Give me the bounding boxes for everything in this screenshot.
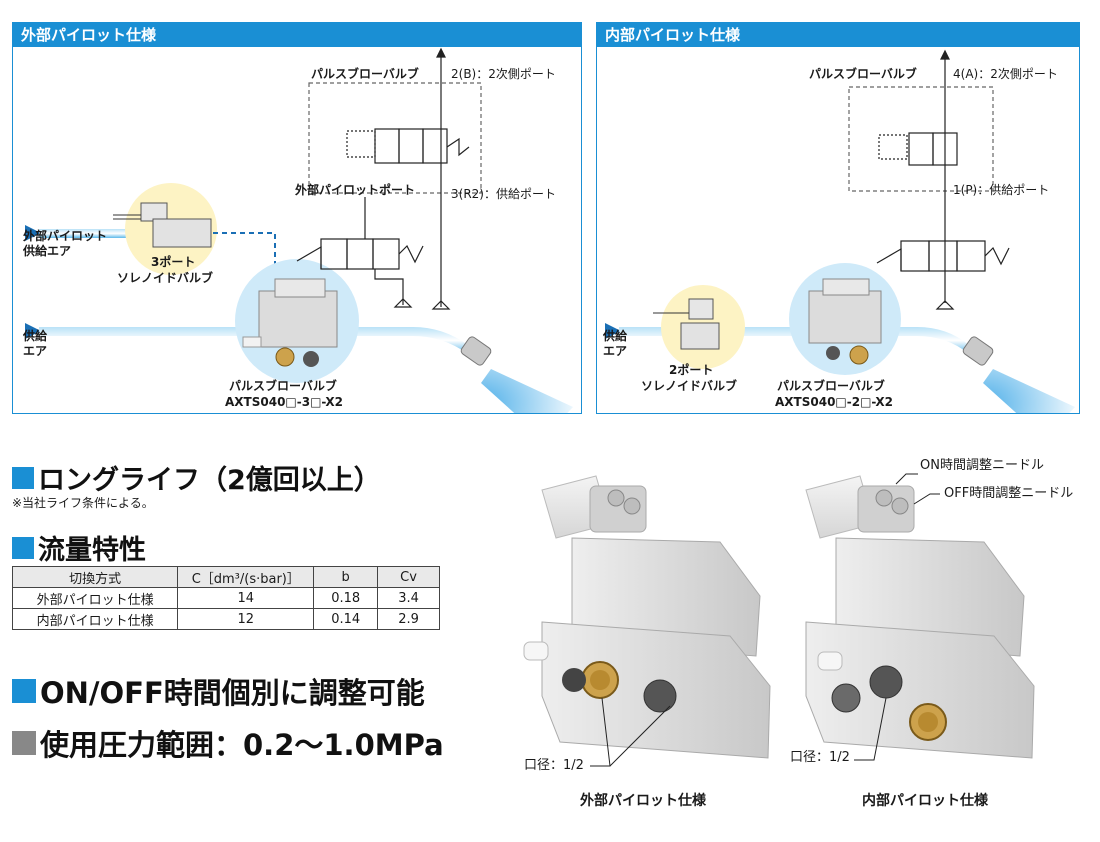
- off-time-needle-label: OFF時間調整ニードル: [944, 486, 1074, 501]
- cell-method: 内部パイロット仕様: [11, 608, 179, 630]
- solenoid-3port-label-2: ソレノイドバルブ: [117, 271, 214, 285]
- ext-model-number: AXTS040□-3□-X2: [225, 395, 344, 409]
- photo-leader-lines: [590, 473, 940, 767]
- external-circuit-schematic: [296, 47, 482, 310]
- ext-port-2b-label: 2(B)：2次側ポート: [451, 67, 556, 81]
- product-photo: [523, 473, 1035, 767]
- table-header-row: 切換方式 C［dm³/(s·bar)］ b Cv: [11, 566, 440, 588]
- int-nozzle-spray: [962, 336, 1075, 413]
- cell-c: 12: [177, 608, 315, 630]
- ext-product-name: パルスブローバルブ: [229, 379, 337, 393]
- photo-caption-internal: 内部パイロット仕様: [862, 793, 988, 809]
- onoff-heading: ON/OFF時間個別に調整可能: [12, 670, 425, 712]
- solenoid-2port-label-1: 2ポート: [669, 363, 714, 377]
- external-pilot-panel: 外部パイロット仕様: [12, 22, 582, 414]
- pilot-link-dashed: [213, 232, 276, 283]
- solenoid-3port-label-1: 3ポート: [151, 255, 196, 269]
- internal-pilot-diagram: [605, 49, 1075, 413]
- internal-pilot-panel: 内部パイロット仕様: [596, 22, 1080, 414]
- flow-heading-text: 流量特性: [38, 535, 146, 566]
- ext-supply-air-label-1: 供給: [23, 329, 48, 343]
- heading-square-icon: [12, 466, 34, 489]
- table-row: 内部パイロット仕様 12 0.14 2.9: [11, 608, 440, 630]
- ext-pulse-valve-label: パルスブローバルブ: [311, 67, 419, 81]
- ext-port-3r2-label: 3(R2)：供給ポート: [451, 187, 556, 201]
- flow-characteristics-table: 切換方式 C［dm³/(s·bar)］ b Cv 外部パイロット仕様 14 0.…: [11, 566, 440, 630]
- internal-pilot-title: 内部パイロット仕様: [597, 23, 1079, 47]
- cell-method: 外部パイロット仕様: [11, 587, 179, 609]
- ext-pilot-port-label: 外部パイロットポート: [295, 183, 416, 197]
- main-supply-pipe: [39, 327, 468, 354]
- long-life-heading: ロングライフ（2億回以上）: [12, 458, 381, 497]
- cell-b: 0.14: [313, 608, 379, 630]
- pulse-valve-illustration: [242, 278, 338, 367]
- solenoid-2port-label-2: ソレノイドバルブ: [641, 379, 738, 393]
- solenoid-3port-valve-icon: [113, 202, 212, 248]
- life-condition-note: ※当社ライフ条件による。: [12, 496, 154, 510]
- external-pilot-diagram: [25, 47, 573, 413]
- int-supply-air-label-1: 供給: [603, 329, 628, 343]
- col-switching-method: 切換方式: [11, 566, 179, 588]
- pressure-heading-text: 使用圧力範囲：0.2〜1.0MPa: [40, 728, 444, 762]
- cell-cv: 2.9: [377, 608, 440, 630]
- cell-b: 0.18: [313, 587, 379, 609]
- internal-pilot-valve-photo: [805, 475, 1035, 759]
- heading-square-icon: [12, 679, 36, 703]
- photo-caption-external: 外部パイロット仕様: [580, 793, 706, 809]
- main-supply-arrow: [25, 323, 41, 339]
- int-supply-arrow: [605, 323, 621, 339]
- pressure-heading: 使用圧力範囲：0.2〜1.0MPa: [12, 722, 444, 764]
- cell-c: 14: [177, 587, 315, 609]
- pilot-supply-arrow: [25, 225, 41, 241]
- int-port-4a-label: 4(A)：2次側ポート: [953, 67, 1058, 81]
- on-time-needle-label: ON時間調整ニードル: [920, 458, 1044, 473]
- col-cv: Cv: [377, 566, 440, 588]
- bore-size-right-label: 口径：1/2: [790, 750, 850, 765]
- heading-square-icon: [12, 536, 34, 559]
- int-pulse-valve-illustration: [808, 278, 882, 365]
- cell-cv: 3.4: [377, 587, 440, 609]
- pilot-supply-pipe: [39, 229, 151, 238]
- ext-pilot-supply-air-label-1: 外部パイロット: [23, 229, 108, 243]
- col-b: b: [313, 566, 379, 588]
- col-c-value: C［dm³/(s·bar)］: [177, 566, 315, 588]
- int-supply-air-label-2: エア: [603, 344, 628, 358]
- external-pilot-title: 外部パイロット仕様: [13, 23, 581, 47]
- long-life-heading-text: ロングライフ（2億回以上）: [38, 465, 381, 496]
- solenoid-2port-valve-icon: [653, 298, 720, 350]
- ext-supply-air-label-2: エア: [23, 344, 48, 358]
- int-pulse-valve-label: パルスブローバルブ: [809, 67, 917, 81]
- int-model-number: AXTS040□-2□-X2: [775, 395, 894, 409]
- bore-size-left-label: 口径：1/2: [524, 758, 584, 773]
- onoff-heading-text: ON/OFF時間個別に調整可能: [40, 676, 425, 710]
- ext-pilot-supply-air-label-2: 供給エア: [23, 244, 72, 258]
- external-pilot-valve-photo: [523, 475, 771, 759]
- internal-circuit-schematic: [848, 49, 1010, 310]
- table-row: 外部パイロット仕様 14 0.18 3.4: [11, 587, 440, 609]
- flow-heading: 流量特性: [12, 528, 146, 567]
- int-product-name: パルスブローバルブ: [777, 379, 885, 393]
- int-port-1p-label: 1(P)：供給ポート: [953, 183, 1050, 197]
- nozzle-spray: [460, 336, 573, 413]
- heading-square-icon: [12, 731, 36, 755]
